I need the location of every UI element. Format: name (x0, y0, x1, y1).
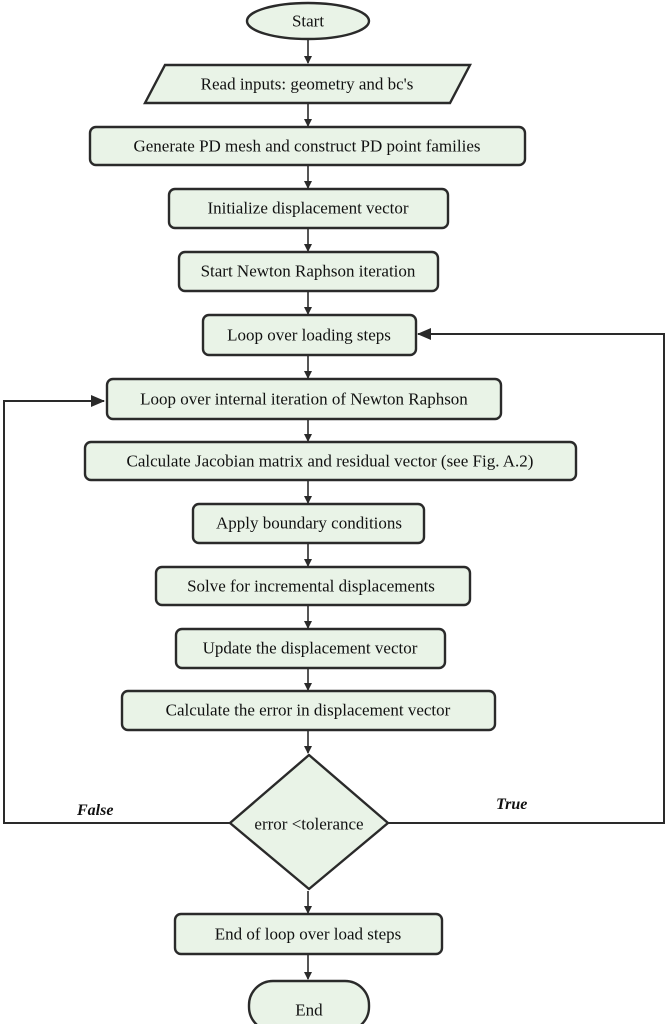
loop-loading-steps-node: Loop over loading steps (201, 313, 418, 357)
start-newton-raphson-label: Start Newton Raphson iteration (201, 262, 416, 281)
true-loop-arrow (388, 328, 665, 824)
solve-incremental-label: Solve for incremental displacements (187, 577, 435, 596)
loop-internal-iteration-label: Loop over internal iteration of Newton R… (140, 390, 468, 409)
update-displacement-node: Update the displacement vector (174, 627, 447, 670)
end-terminal: End (247, 979, 371, 1024)
start-terminal: Start (245, 1, 371, 41)
calc-error-label: Calculate the error in displacement vect… (166, 701, 451, 720)
start-newton-raphson-node: Start Newton Raphson iteration (177, 250, 440, 293)
generate-mesh-label: Generate PD mesh and construct PD point … (133, 137, 480, 156)
update-displacement-label: Update the displacement vector (203, 639, 418, 658)
connectors (3, 39, 665, 980)
false-branch-label: False (76, 802, 113, 819)
apply-bc-label: Apply boundary conditions (216, 514, 402, 533)
read-inputs-node: Read inputs: geometry and bc's (143, 63, 472, 105)
calc-jacobian-label: Calculate Jacobian matrix and residual v… (127, 452, 534, 471)
end-loop-node: End of loop over load steps (173, 912, 444, 956)
tolerance-decision: error <tolerance (228, 753, 390, 891)
solve-incremental-node: Solve for incremental displacements (154, 565, 472, 607)
true-branch-label: True (496, 796, 527, 813)
decision-label: error <tolerance (254, 815, 363, 834)
end-label: End (295, 1001, 323, 1020)
apply-bc-node: Apply boundary conditions (191, 502, 426, 545)
generate-mesh-node: Generate PD mesh and construct PD point … (88, 125, 527, 167)
calc-jacobian-node: Calculate Jacobian matrix and residual v… (83, 440, 578, 482)
loop-internal-iteration-node: Loop over internal iteration of Newton R… (105, 377, 503, 421)
start-label: Start (292, 12, 324, 31)
loop-loading-steps-label: Loop over loading steps (227, 326, 391, 345)
init-displacement-node: Initialize displacement vector (167, 187, 450, 230)
read-inputs-label: Read inputs: geometry and bc's (201, 75, 414, 94)
end-loop-label: End of loop over load steps (215, 925, 402, 944)
init-displacement-label: Initialize displacement vector (207, 199, 408, 218)
false-loop-arrow (3, 395, 230, 824)
calc-error-node: Calculate the error in displacement vect… (120, 689, 497, 732)
